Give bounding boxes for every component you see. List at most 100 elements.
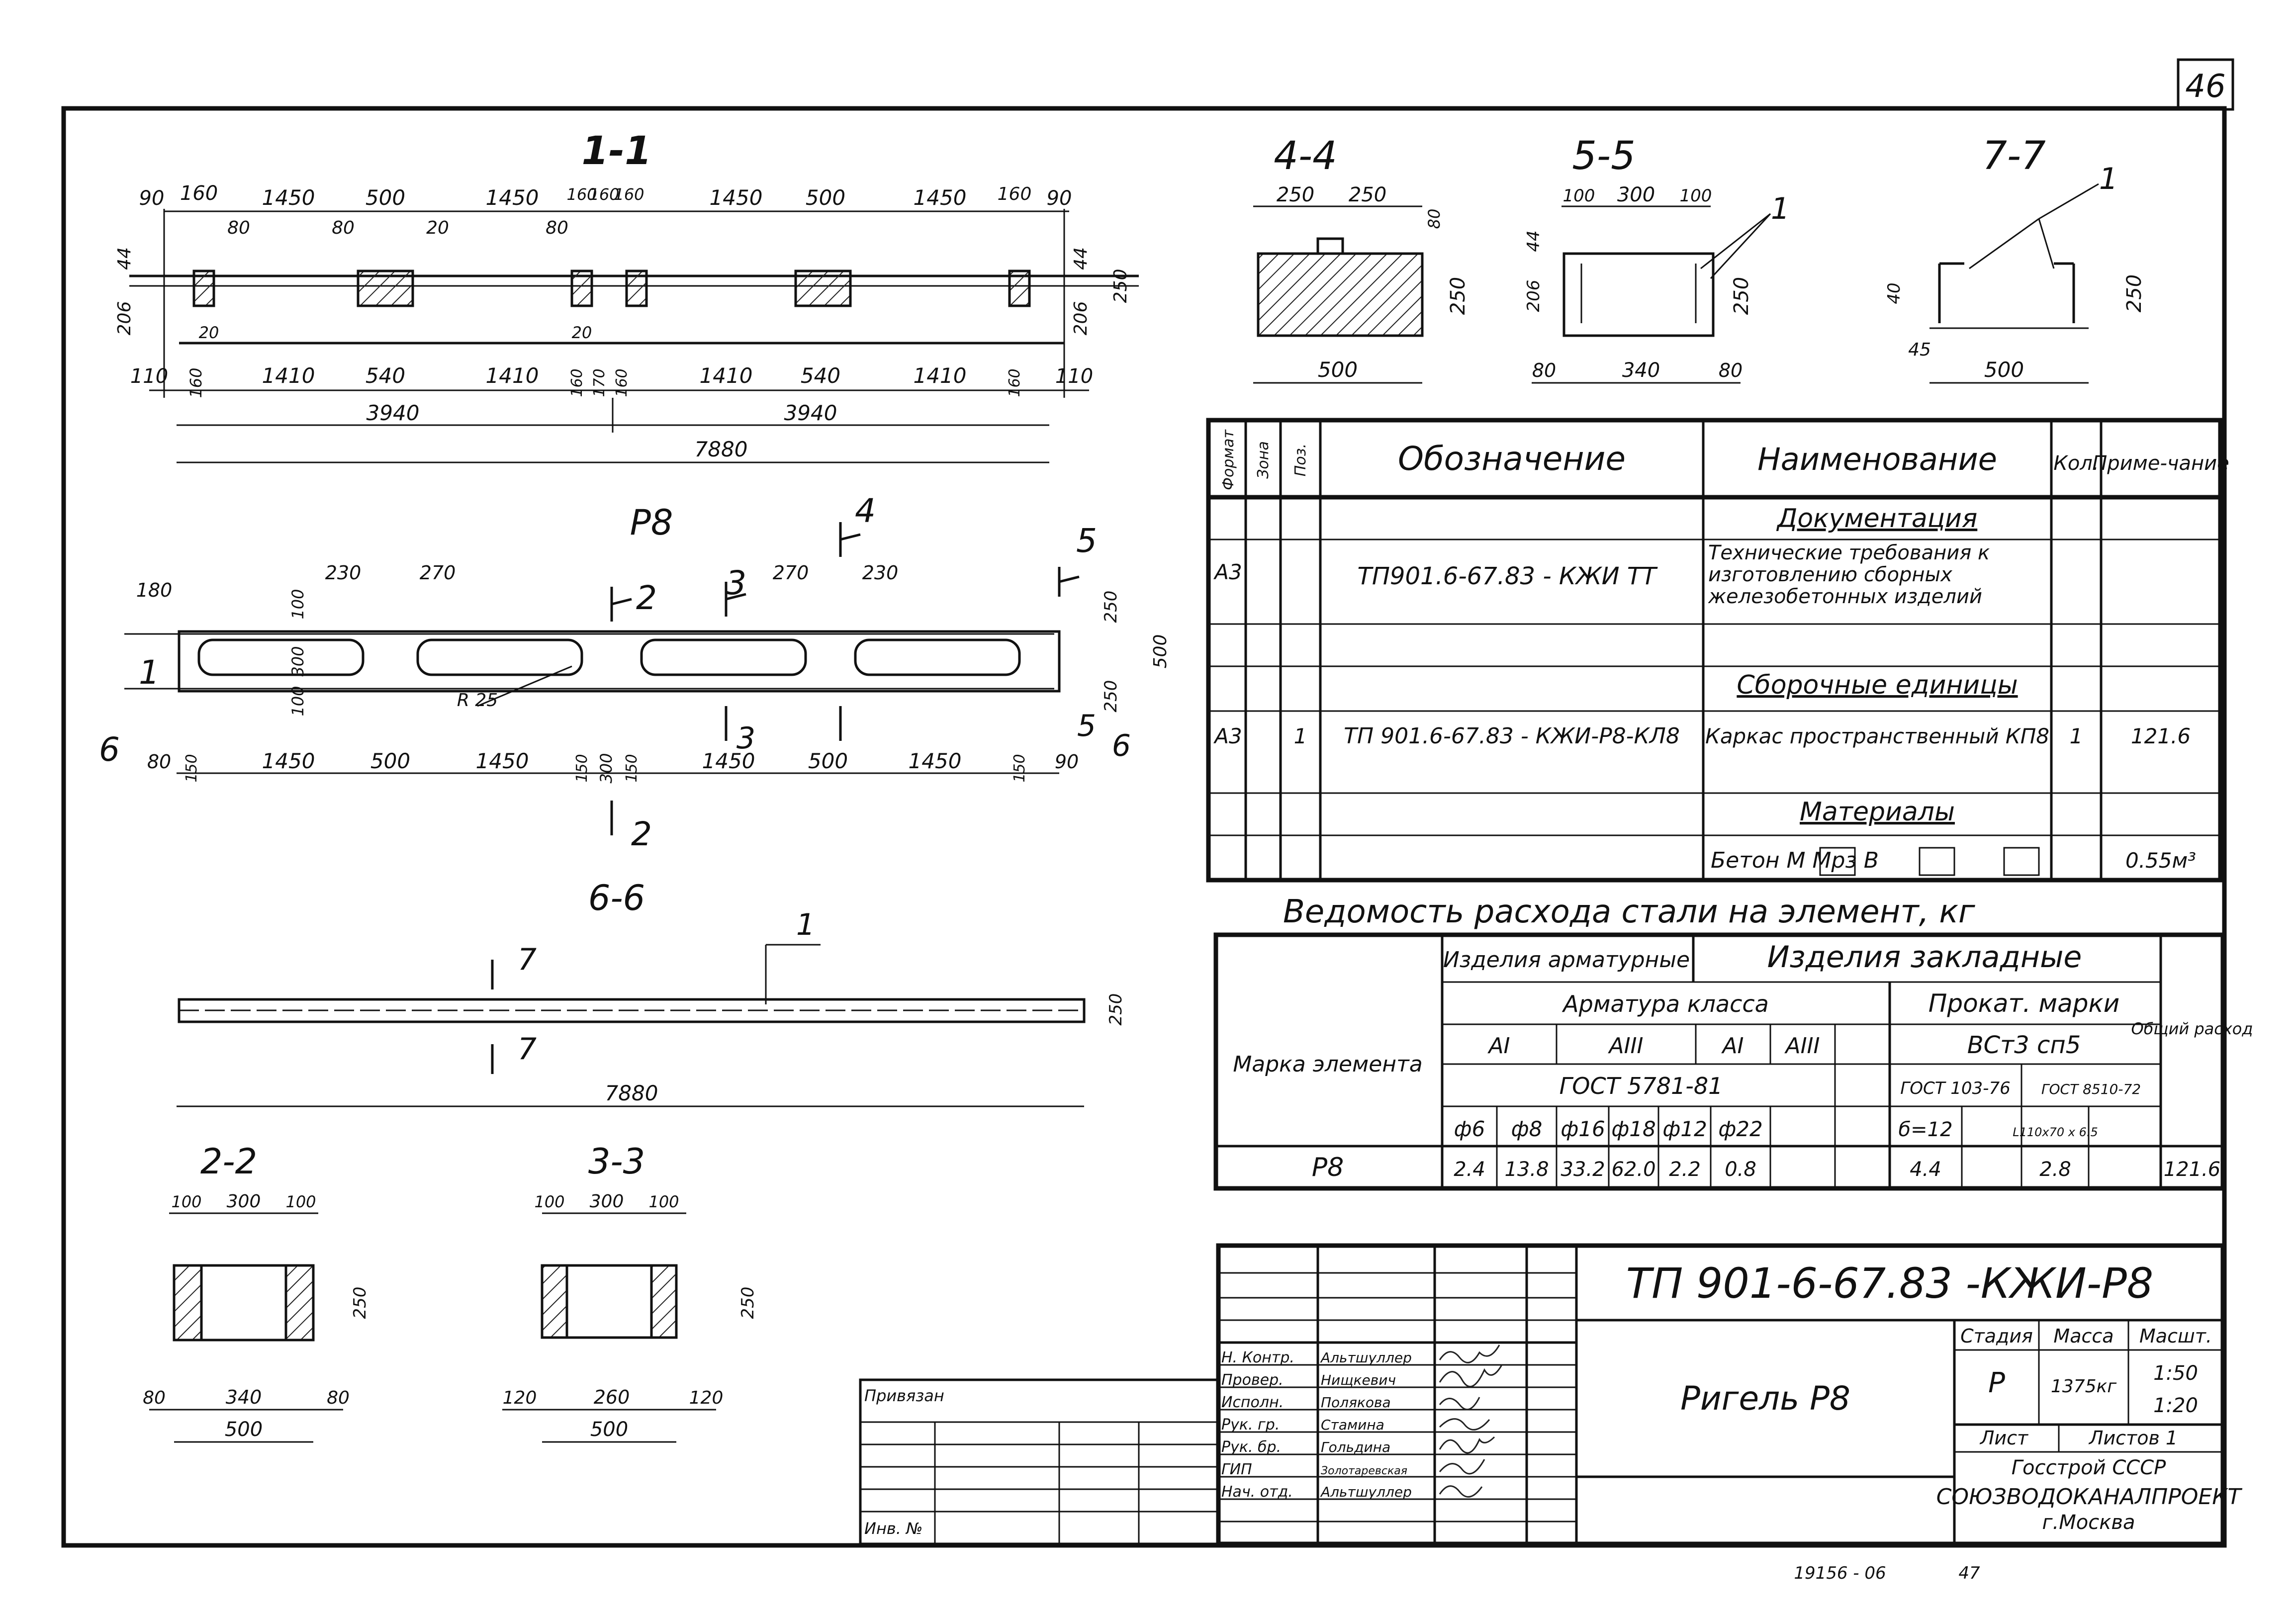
title-stage-label: Стадия (1960, 1325, 2033, 1347)
section-6-6-title: 6-6 (588, 878, 645, 918)
dim-1-1-bot-5: 160 (568, 368, 586, 397)
plan-r8: Р8 180 230 270 270 230 100 300 100 250 5… (99, 492, 1171, 853)
steel-dia-3: ф18 (1611, 1117, 1655, 1141)
cut-5b-label: 5 (1077, 709, 1096, 743)
plan-dim-bot-5: 150 (573, 754, 591, 782)
section-6-6-leader: 1 (796, 907, 815, 942)
sec33-top-0: 100 (534, 1192, 564, 1211)
cut-5-label: 5 (1076, 522, 1097, 560)
dim-1-1-inner-1: 80 (332, 218, 355, 238)
sec44-height: 250 (1447, 277, 1469, 315)
sec33-height: 250 (738, 1287, 758, 1319)
section-6-6-length: 7880 (605, 1081, 658, 1105)
dim-1-1-bot-3: 540 (366, 363, 405, 388)
sec33-top-1: 300 (590, 1191, 624, 1212)
title-org1: Госстрой СССР (2012, 1456, 2166, 1479)
spec-section-materials: Материалы (1800, 797, 1955, 827)
page-number: 46 (2185, 68, 2225, 105)
steel-class-0: АI (1487, 1033, 1510, 1059)
dim-1-1-top-7: 160 (614, 185, 644, 204)
spec-row1-format: А3 (1213, 560, 1242, 584)
person-3: Стамина (1321, 1417, 1384, 1433)
spec-section-assemblies: Сборочные единицы (1737, 670, 2018, 700)
sec22-total: 500 (225, 1418, 263, 1441)
steel-val-2: 33.2 (1561, 1158, 1605, 1181)
dim-1-1-top-4: 1450 (486, 185, 539, 210)
sec77-leader: 1 (2099, 162, 2118, 196)
dim-1-1-top-8: 1450 (710, 185, 763, 210)
plan-dim-right-2: 250 (1101, 680, 1121, 713)
person-4: Гольдина (1321, 1439, 1390, 1455)
cut-2-label: 2 (636, 579, 657, 617)
plan-dim-right-0: 250 (1101, 591, 1121, 623)
steel-class-2: АI (1721, 1033, 1744, 1059)
dim-1-1-top-9: 500 (806, 185, 845, 210)
steel-val-9: 2.8 (2039, 1158, 2071, 1181)
spec-row5-name: Бетон М Мрз В (1711, 848, 1879, 873)
steel-total-header: Общий расход (2131, 1019, 2253, 1038)
steel-gost-rebar: ГОСТ 5781-81 (1560, 1073, 1723, 1099)
sec55-top-2: 100 (1680, 186, 1712, 206)
section-4-4: 4-4 250 250 80 250 500 (1253, 134, 1469, 384)
sec77-offset: 45 (1908, 340, 1931, 360)
sec22-bot-0: 80 (143, 1388, 166, 1408)
sec55-bot-2: 80 (1719, 359, 1743, 381)
dim-1-1-bot-0: 110 (130, 365, 168, 388)
sec55-height: 250 (1730, 277, 1753, 315)
dim-1-1-bot-11: 160 (1006, 368, 1023, 397)
title-city: г.Москва (2042, 1511, 2135, 1534)
plan-dim-right-1: 500 (1150, 634, 1171, 669)
plan-dim-bot-4: 1450 (476, 749, 529, 773)
person-0: Альтшуллер (1320, 1349, 1412, 1366)
spec-row5-note: 0.55м³ (2125, 848, 2196, 873)
cut-4-label: 4 (855, 492, 876, 530)
role-6: Нач. отд. (1221, 1483, 1293, 1501)
sec33-total: 500 (590, 1418, 628, 1441)
title-mass: 1375кг (2051, 1376, 2117, 1397)
plan-dim-bot-6: 300 (597, 753, 616, 783)
section-6-6-height: 250 (1106, 993, 1126, 1026)
section-1-1-title: 1-1 (582, 129, 652, 174)
person-2: Полякова (1321, 1394, 1391, 1411)
spec-row3-designation: ТП 901.6-67.83 - КЖИ-Р8-КЛ8 (1344, 723, 1680, 749)
sec33-bot-0: 120 (503, 1388, 537, 1408)
dim-1-1-bot-12: 110 (1055, 365, 1093, 388)
person-1: Нищкевич (1321, 1372, 1396, 1388)
signatures (1439, 1345, 1503, 1498)
spec-row3-format: А3 (1213, 724, 1242, 748)
spec-row3-note: 121.6 (2131, 724, 2191, 748)
sec22-height: 250 (350, 1287, 370, 1319)
dim-1-1-top-5: 160 (566, 185, 597, 204)
dim-1-1-bot-6: 170 (591, 368, 608, 397)
steel-val-4: 2.2 (1669, 1158, 1701, 1181)
title-scale-label: Масшт. (2139, 1325, 2212, 1347)
plan-dim-bot-2: 1450 (262, 749, 315, 773)
section-7-7-title: 7-7 (1982, 134, 2045, 179)
dim-1-1-small-0: 20 (199, 323, 219, 342)
section-6-6-cut-bot: 7 (518, 1032, 537, 1067)
dim-1-1-half-left: 3940 (367, 401, 420, 425)
spec-h-designation: Обозначение (1398, 440, 1626, 478)
title-stage: Р (1988, 1367, 2005, 1399)
sec55-left-1: 206 (1524, 280, 1544, 312)
sec44-total: 500 (1318, 358, 1358, 382)
role-1: Провер. (1221, 1371, 1284, 1389)
steel-val-0: 2.4 (1454, 1158, 1485, 1181)
section-2-2: 2-2 100 300 100 250 80 340 80 500 (143, 1141, 370, 1443)
sec77-left: 40 (1884, 282, 1904, 304)
steel-dia-5: ф22 (1718, 1117, 1762, 1141)
steel-dia-4: ф12 (1662, 1117, 1707, 1141)
dim-1-1-right-206: 206 (1071, 301, 1091, 336)
sec55-bot-0: 80 (1532, 359, 1556, 381)
sec22-top-0: 100 (171, 1192, 201, 1211)
plan-dim-top-2: 270 (420, 562, 456, 584)
steel-dia-7: б=12 (1898, 1118, 1952, 1141)
sec77-total: 500 (1984, 358, 2024, 382)
plan-dim-left-2: 100 (288, 686, 307, 716)
dim-1-1-right-44: 44 (1071, 247, 1091, 270)
steel-dia-9: L110x70 x 6.5 (2013, 1125, 2098, 1139)
title-org2: СОЮЗВОДОКАНАЛПРОЕКТ (1936, 1484, 2243, 1510)
dim-1-1-top-2: 1450 (262, 185, 315, 210)
spec-row1-name: Технические требования к изготовлению сб… (1708, 542, 1990, 608)
steel-rolled: Прокат. марки (1929, 989, 2119, 1018)
